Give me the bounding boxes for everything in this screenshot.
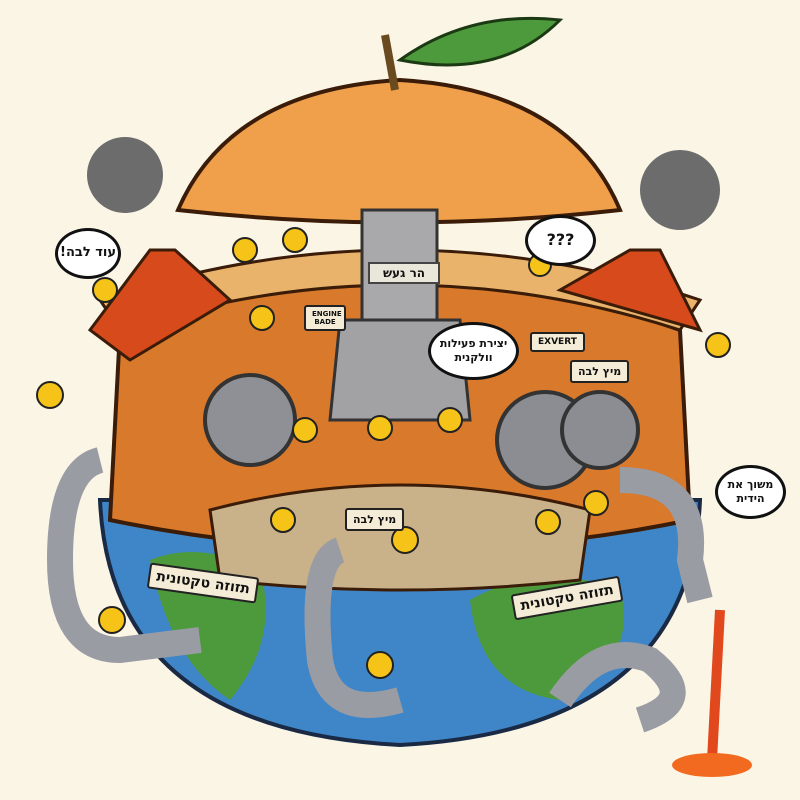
orange-peel-cap [175, 77, 623, 225]
sign-engine: ENGINE BADE [304, 305, 346, 331]
pipe-middle [304, 537, 404, 718]
volcano-right [556, 248, 703, 333]
pipe-bottom-right [549, 642, 686, 733]
sign-lava-juice-bottom: מיץ לבה [345, 508, 405, 531]
smoke-right [640, 150, 720, 230]
volcano-left [87, 248, 233, 362]
sign-lava-juice-top: מיץ לבה [570, 360, 630, 383]
lava-stream [707, 609, 725, 761]
speech-bubble-more-lava: עוד לבה! [55, 228, 121, 279]
sign-expert: EXVERT [530, 332, 585, 352]
speech-bubble-question: ??? [525, 215, 596, 266]
smoke-left [87, 137, 163, 213]
lava-puddle [672, 753, 752, 777]
volcano-band-label: הר געש [368, 262, 440, 284]
pipe-right [619, 467, 713, 604]
stem [381, 34, 399, 91]
gear-small [560, 390, 640, 470]
pipe-left [46, 447, 202, 664]
machine-left [203, 373, 297, 467]
leaf [396, 16, 564, 67]
speech-bubble-pull-lever: משוך את הידית [715, 465, 786, 519]
speech-bubble-volcanic-activity: יצירת פעילות וולקנית [428, 322, 519, 380]
